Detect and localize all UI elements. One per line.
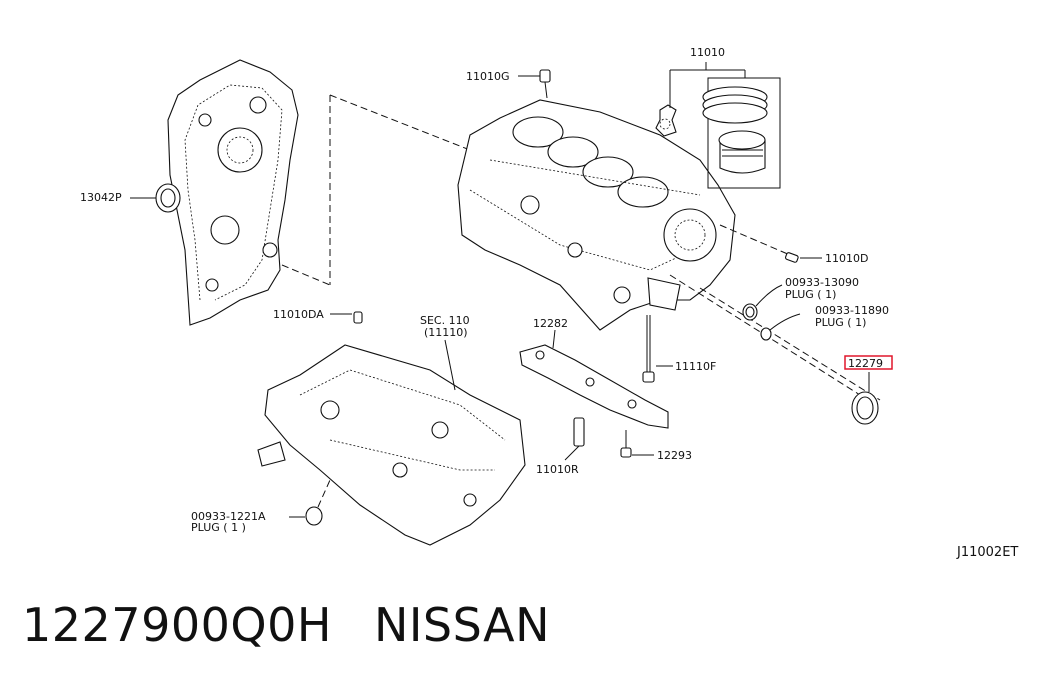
bracket-12282-drawing bbox=[519, 344, 669, 429]
label-sec110: SEC. 110 bbox=[420, 314, 470, 327]
label-11010DA: 11010DA bbox=[273, 308, 324, 321]
leader-line bbox=[444, 339, 456, 391]
label-12282: 12282 bbox=[533, 317, 568, 330]
alignment-line bbox=[317, 479, 331, 508]
label-11010G: 11010G bbox=[466, 70, 510, 83]
bolt-11110F-drawing bbox=[642, 315, 655, 383]
dowel-11010G-drawing bbox=[539, 69, 551, 99]
brand-name: NISSAN bbox=[373, 598, 551, 652]
alignment-line bbox=[699, 287, 881, 401]
leader-line bbox=[669, 62, 746, 108]
alignment-line bbox=[281, 264, 331, 286]
piston-assembly-drawing bbox=[655, 77, 781, 189]
pin-11010D-drawing bbox=[785, 252, 799, 263]
dowel-11010DA-drawing bbox=[353, 311, 363, 324]
lower-block-drawing bbox=[257, 344, 526, 546]
label-12293: 12293 bbox=[657, 449, 692, 462]
bolt-12293-drawing bbox=[620, 430, 632, 458]
alignment-line bbox=[329, 94, 471, 151]
part-footer: 1227900Q0H NISSAN bbox=[22, 598, 550, 652]
parts-diagram: 11010 11010G 13042P 11010D 00933-13090 P… bbox=[80, 46, 1018, 560]
label-13042P: 13042P bbox=[80, 191, 122, 204]
label-12279[interactable]: 12279 bbox=[848, 357, 883, 370]
label-11010D: 11010D bbox=[825, 252, 868, 265]
label-00933-11890: 00933-11890 bbox=[815, 304, 889, 317]
highlight-box-12279 bbox=[844, 355, 893, 370]
part-number: 1227900Q0H bbox=[22, 598, 332, 652]
label-00933-13090: 00933-13090 bbox=[785, 276, 859, 289]
label-11010: 11010 bbox=[690, 46, 725, 59]
label-11110F: 11110F bbox=[675, 360, 716, 373]
diagram-code: J11002ET bbox=[956, 545, 1018, 560]
leader-line bbox=[552, 329, 556, 349]
pin-11010R-drawing bbox=[573, 417, 585, 447]
plug-00933-11890-drawing bbox=[760, 327, 772, 341]
plug-00933-1221A-drawing bbox=[305, 506, 323, 526]
label-plug-c: PLUG ( 1 ) bbox=[191, 521, 246, 534]
cylinder-block-drawing bbox=[457, 99, 736, 331]
label-plug-a: PLUG ( 1) bbox=[785, 288, 836, 301]
alignment-line bbox=[719, 224, 791, 256]
rear-seal-12279-drawing bbox=[851, 391, 879, 425]
timing-cover-drawing bbox=[167, 59, 299, 326]
label-00933-1221A: 00933-1221A bbox=[191, 510, 266, 523]
label-plug-b: PLUG ( 1) bbox=[815, 316, 866, 329]
seal-13042P-drawing bbox=[155, 183, 181, 213]
plug-00933-13090-drawing bbox=[742, 303, 758, 321]
leader-line bbox=[755, 284, 783, 307]
leader-line bbox=[564, 445, 580, 461]
label-sec110-sub: (11110) bbox=[424, 326, 468, 339]
leader-line bbox=[769, 313, 801, 331]
label-11010R: 11010R bbox=[536, 463, 579, 476]
